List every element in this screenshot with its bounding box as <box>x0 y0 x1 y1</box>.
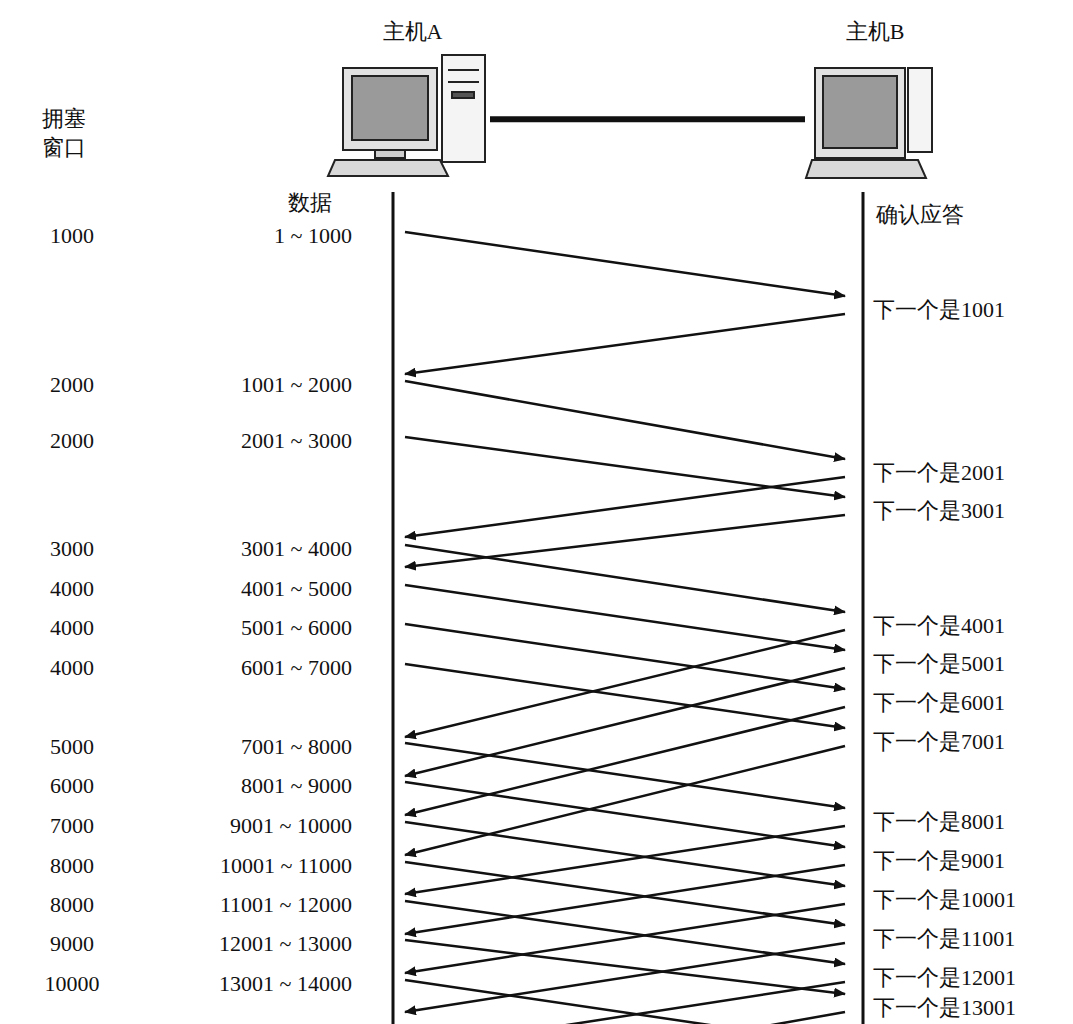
timeline-b <box>862 192 865 1024</box>
window-size: 8000 <box>50 853 94 878</box>
window-size: 2000 <box>50 428 94 453</box>
timeline-a <box>392 192 395 1024</box>
window-size: 4000 <box>50 576 94 601</box>
data-arrow <box>405 381 845 459</box>
ack-label: 下一个是8001 <box>873 809 1005 834</box>
ack-arrow <box>405 746 845 855</box>
ack-arrow <box>405 515 845 567</box>
segment-range: 2001 ~ 3000 <box>241 428 352 453</box>
window-size: 6000 <box>50 773 94 798</box>
segment-range: 1001 ~ 2000 <box>241 372 352 397</box>
ack-label: 下一个是3001 <box>873 498 1005 523</box>
ack-label: 下一个是12001 <box>873 965 1016 990</box>
ack-arrow <box>405 314 845 374</box>
window-size: 3000 <box>50 536 94 561</box>
data-arrow <box>405 624 845 689</box>
network-cable <box>490 116 805 122</box>
segment-range: 9001 ~ 10000 <box>230 813 352 838</box>
window-size: 8000 <box>50 892 94 917</box>
data-arrow <box>405 940 845 994</box>
window-size: 5000 <box>50 734 94 759</box>
window-size: 4000 <box>50 615 94 640</box>
data-arrow <box>405 545 845 612</box>
ack-label: 下一个是9001 <box>873 848 1005 873</box>
ack-arrow <box>405 904 845 973</box>
ack-label: 下一个是4001 <box>873 613 1005 638</box>
host-computer: 主机B <box>805 20 945 180</box>
segment-arrows <box>405 232 845 1024</box>
window-size: 2000 <box>50 372 94 397</box>
ack-label: 下一个是11001 <box>873 926 1015 951</box>
segment-range: 13001 ~ 14000 <box>219 971 352 996</box>
data-arrow <box>405 437 845 497</box>
ack-label: 下一个是1001 <box>873 297 1005 322</box>
ack-label: 下一个是10001 <box>873 887 1016 912</box>
ack-arrow <box>405 982 845 1024</box>
window-size: 7000 <box>50 813 94 838</box>
segment-range: 5001 ~ 6000 <box>241 615 352 640</box>
host-b-computer <box>806 68 932 178</box>
segment-range: 1 ~ 1000 <box>274 223 352 248</box>
segment-range: 3001 ~ 4000 <box>241 536 352 561</box>
data-arrow <box>405 664 845 728</box>
column-header: 确认应答 <box>876 202 964 227</box>
window-size: 1000 <box>50 223 94 248</box>
ack-label: 下一个是2001 <box>873 460 1005 485</box>
segment-range: 12001 ~ 13000 <box>219 931 352 956</box>
ack-label: 下一个是6001 <box>873 690 1005 715</box>
window-size: 9000 <box>50 931 94 956</box>
segment-range: 8001 ~ 9000 <box>241 773 352 798</box>
ack-arrow <box>405 707 845 815</box>
ack-label: 下一个是13001 <box>873 995 1016 1020</box>
ack-label: 下一个是7001 <box>873 729 1005 754</box>
ack-arrow <box>405 943 845 1012</box>
axis-title: 拥塞 窗口 <box>42 105 90 162</box>
segment-range: 11001 ~ 12000 <box>220 892 352 917</box>
host-name: 主机B <box>805 20 945 44</box>
ack-arrow <box>405 1012 845 1024</box>
segment-range: 6001 ~ 7000 <box>241 655 352 680</box>
window-size: 10000 <box>45 971 100 996</box>
column-header: 数据 <box>288 190 332 215</box>
window-size: 4000 <box>50 655 94 680</box>
host-a-computer <box>328 55 485 176</box>
ack-arrow <box>405 826 845 894</box>
segment-range: 4001 ~ 5000 <box>241 576 352 601</box>
host-name: 主机A <box>335 20 490 44</box>
host-computer: 主机A <box>335 20 490 180</box>
ack-arrow <box>405 865 845 934</box>
segment-range: 7001 ~ 8000 <box>241 734 352 759</box>
ack-label: 下一个是5001 <box>873 651 1005 676</box>
data-arrow <box>405 585 845 650</box>
segment-range: 10001 ~ 11000 <box>220 853 352 878</box>
ack-arrow <box>405 477 845 537</box>
data-arrow <box>405 232 845 296</box>
